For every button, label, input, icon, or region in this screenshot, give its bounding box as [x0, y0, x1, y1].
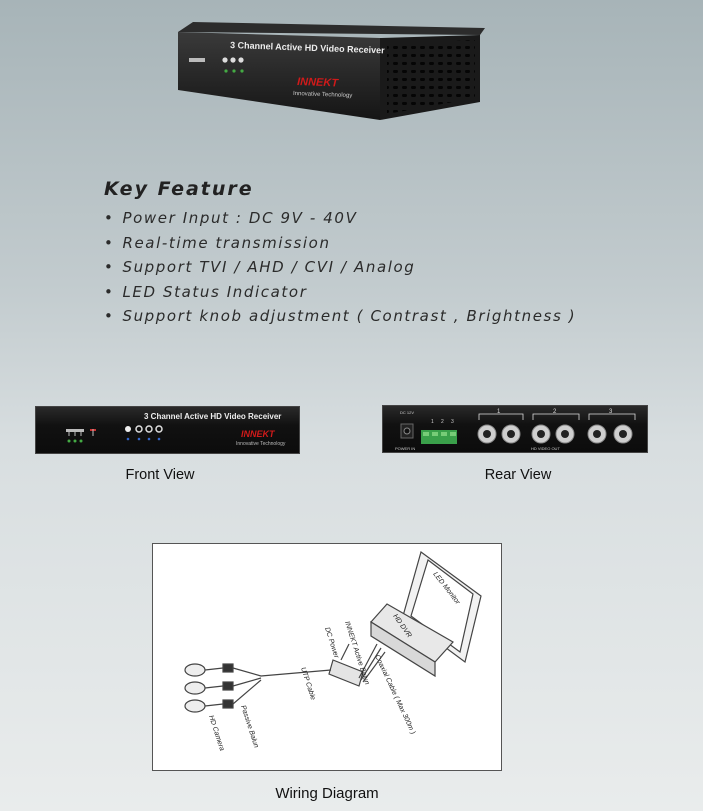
front-view-caption: Front View — [125, 467, 195, 483]
rear-terminal-1: 1 — [431, 419, 434, 425]
feature-item-led: LED Status Indicator — [104, 280, 576, 305]
rear-power-label: POWER IN — [395, 446, 415, 451]
key-feature-heading: Key Feature — [104, 178, 254, 200]
feature-item-formats: Support TVI / AHD / CVI / Analog — [104, 255, 576, 280]
rear-terminal-block — [421, 430, 457, 444]
rear-dc-label: DC 12V — [400, 410, 414, 415]
rear-channel-1: 1 — [497, 409, 501, 415]
rear-view-image: DC 12V POWER IN 1 2 3 1 2 3 HD VIDEO OUT — [382, 405, 648, 453]
wiring-coax-label: Coaxial Cable ( Max 300m ) — [373, 654, 416, 736]
indicator-leds — [189, 57, 244, 73]
wiring-camera-label: HD Camera — [207, 714, 225, 751]
wiring-diagram-caption: Wiring Diagram — [275, 785, 379, 802]
wiring-dc-power-label: DC Power — [323, 626, 340, 659]
front-knobs — [125, 425, 163, 441]
receiver-product-photo: 3 Channel Active HD Video Receiver INNEK… — [178, 22, 485, 120]
hero-brand-logo: INNEKT — [297, 76, 340, 89]
front-view-image: 3 Channel Active HD Video Receiver INNEK… — [35, 406, 300, 454]
rear-channel-3: 3 — [609, 409, 613, 415]
feature-item-realtime: Real-time transmission — [104, 231, 576, 256]
hero-brand-tagline: Innovative Technology — [293, 91, 352, 99]
rear-channel-2: 2 — [553, 409, 557, 415]
key-feature-list: Power Input : DC 9V - 40V Real-time tran… — [104, 206, 576, 329]
wiring-passive-balun-label: Passive Balun — [239, 704, 259, 748]
rear-view-caption: Rear View — [484, 467, 552, 483]
rear-video-out-label: HD VIDEO OUT — [531, 446, 560, 451]
rear-terminal-3: 3 — [451, 419, 454, 425]
front-title-text: 3 Channel Active HD Video Receiver — [144, 412, 281, 421]
wiring-diagram: LED Monitor HD DVR INNEKT Active Balun D… — [152, 543, 502, 771]
front-brand-tagline: Innovative Technology — [236, 441, 286, 447]
feature-item-power: Power Input : DC 9V - 40V — [104, 206, 576, 231]
feature-item-knob: Support knob adjustment ( Contrast , Bri… — [104, 304, 576, 329]
bnc-connectors — [477, 424, 633, 444]
receiver-front-face — [178, 32, 380, 120]
front-brand-logo: INNEKT — [241, 429, 276, 439]
rear-terminal-2: 2 — [441, 419, 444, 425]
